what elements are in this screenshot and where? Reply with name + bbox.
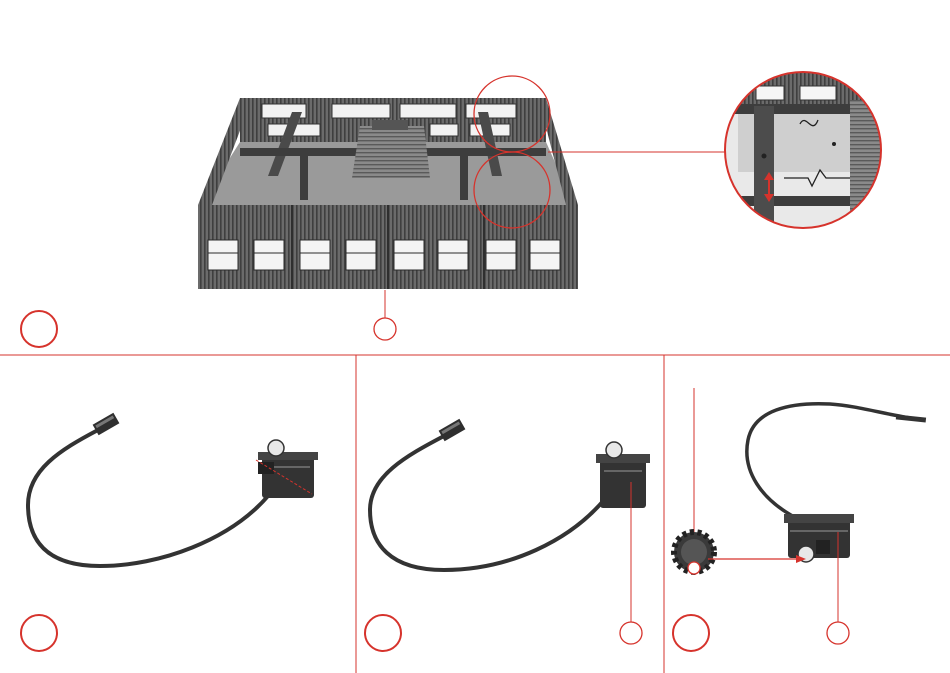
step-marker-4 — [673, 615, 709, 651]
zoom-detail — [720, 70, 890, 230]
step-1-panel — [21, 76, 725, 347]
step-2-panel — [21, 413, 318, 651]
step-3-panel — [365, 419, 650, 651]
servo-cable-step-4 — [747, 404, 924, 520]
step-4-panel — [673, 388, 926, 651]
step-marker-3 — [365, 615, 401, 651]
servo-cable-step-3 — [370, 436, 604, 570]
servo-plug-step-4 — [896, 414, 926, 422]
callout-circle-step-1 — [374, 318, 396, 340]
gear-icon — [674, 532, 714, 574]
servo-motor-step-2 — [258, 440, 318, 498]
step-marker-1 — [21, 311, 57, 347]
servo-cable-step-2 — [28, 430, 268, 566]
servo-motor-step-3 — [596, 442, 650, 508]
step-marker-2 — [21, 615, 57, 651]
callout-circle-step-3 — [620, 622, 642, 644]
building-front-wall — [198, 205, 578, 289]
servo-motor-step-4 — [784, 514, 854, 562]
callout-circle-step-4 — [827, 622, 849, 644]
